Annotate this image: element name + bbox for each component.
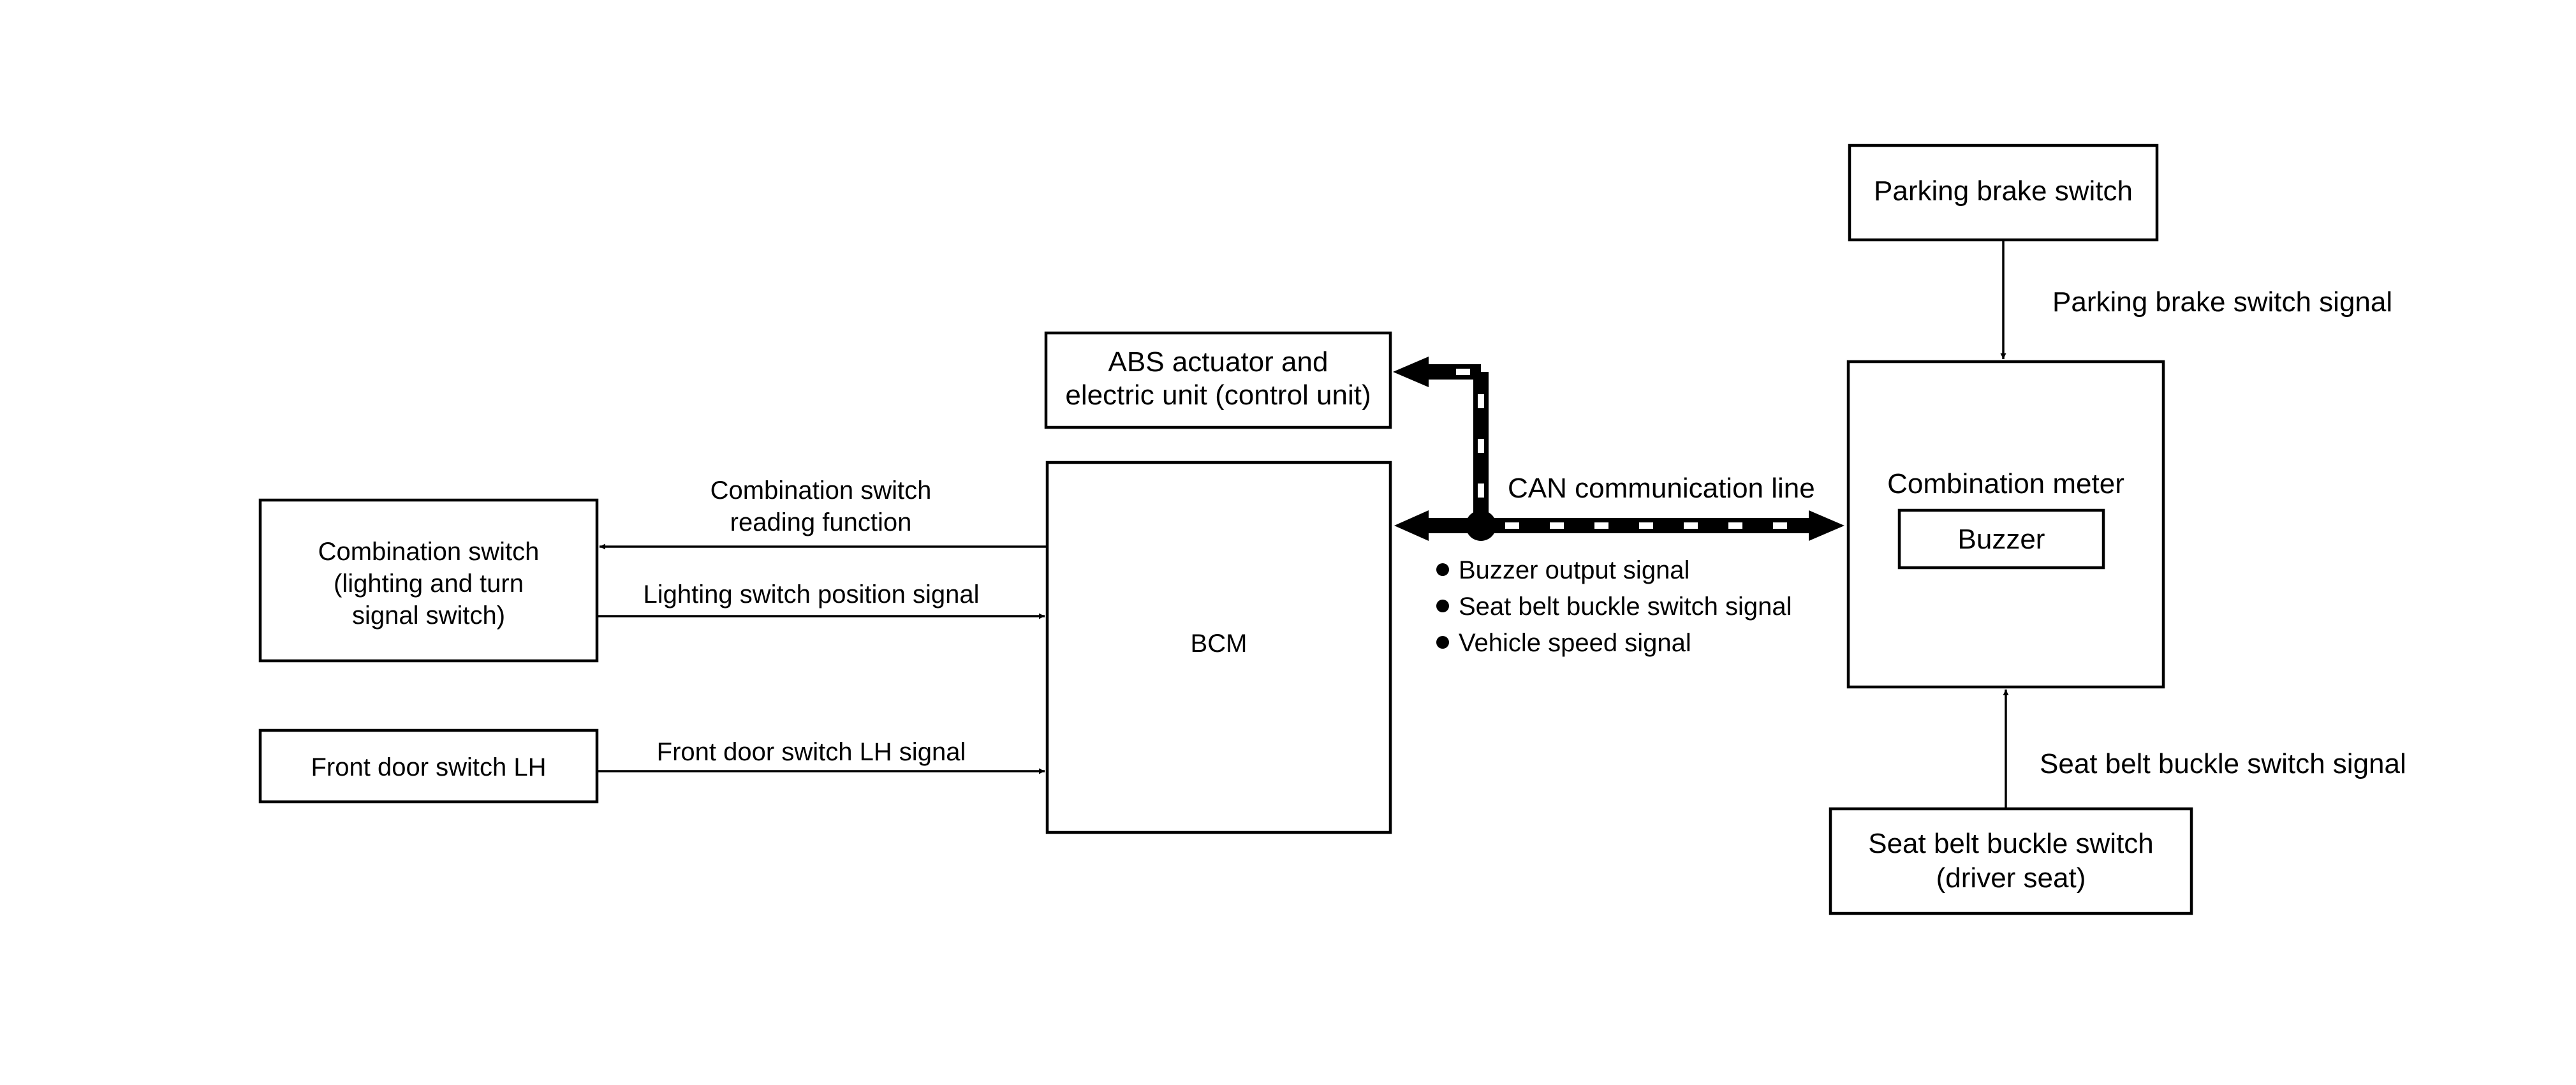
can-signal-item: Seat belt buckle switch signal [1459, 593, 1792, 621]
can-signal-item: Buzzer output signal [1459, 556, 1689, 584]
can-communication-line [1393, 357, 1844, 541]
abs-unit-label-line2: electric unit (control unit) [1065, 380, 1371, 411]
parking-brake-signal-label: Parking brake switch signal [2052, 286, 2392, 318]
seat-belt-switch-label-line1: Seat belt buckle switch [1868, 828, 2154, 859]
can-signal-item: Vehicle speed signal [1459, 629, 1691, 657]
combination-meter-label: Combination meter [1887, 468, 2124, 499]
combination-switch-node: Combination switch (lighting and turn si… [258, 498, 599, 663]
bullet-icon [1436, 636, 1449, 649]
parking-brake-switch-label: Parking brake switch [1874, 175, 2133, 207]
combination-switch-label-line1: Combination switch [318, 538, 540, 566]
combination-switch-reading-label-line1: Combination switch [710, 476, 932, 505]
front-door-signal-label: Front door switch LH signal [657, 738, 966, 766]
buzzer-label: Buzzer [1958, 524, 2045, 555]
seat-belt-signal-label: Seat belt buckle switch signal [2040, 748, 2406, 779]
combination-switch-reading-label-line2: reading function [730, 508, 912, 536]
bullet-icon [1436, 600, 1449, 612]
can-signal-list: Buzzer output signal Seat belt buckle sw… [1436, 556, 1792, 657]
bcm-node: BCM [1045, 461, 1392, 834]
can-junction-dot [1466, 510, 1496, 541]
abs-unit-node: ABS actuator and electric unit (control … [1044, 331, 1392, 429]
can-line-label: CAN communication line [1508, 473, 1815, 504]
seat-belt-switch-label-line2: (driver seat) [1936, 862, 2086, 894]
bullet-icon [1436, 563, 1449, 576]
front-door-switch-label: Front door switch LH [311, 753, 546, 781]
buzzer-node: Buzzer [1897, 508, 2105, 570]
can-arrowhead-abs [1393, 357, 1429, 387]
lighting-position-label: Lighting switch position signal [644, 580, 980, 609]
parking-brake-switch-node: Parking brake switch [1848, 144, 2159, 242]
combination-switch-label-line3: signal switch) [352, 602, 505, 630]
seat-belt-switch-node: Seat belt buckle switch (driver seat) [1829, 807, 2193, 915]
combination-meter-node: Combination meter Buzzer [1846, 360, 2165, 689]
can-arrowhead-meter [1809, 510, 1844, 541]
can-arrowhead-bcm [1394, 510, 1429, 541]
front-door-switch-node: Front door switch LH [258, 728, 599, 804]
bcm-label: BCM [1191, 630, 1248, 658]
combination-switch-label-line2: (lighting and turn [334, 570, 524, 598]
abs-unit-label-line1: ABS actuator and [1108, 346, 1328, 378]
